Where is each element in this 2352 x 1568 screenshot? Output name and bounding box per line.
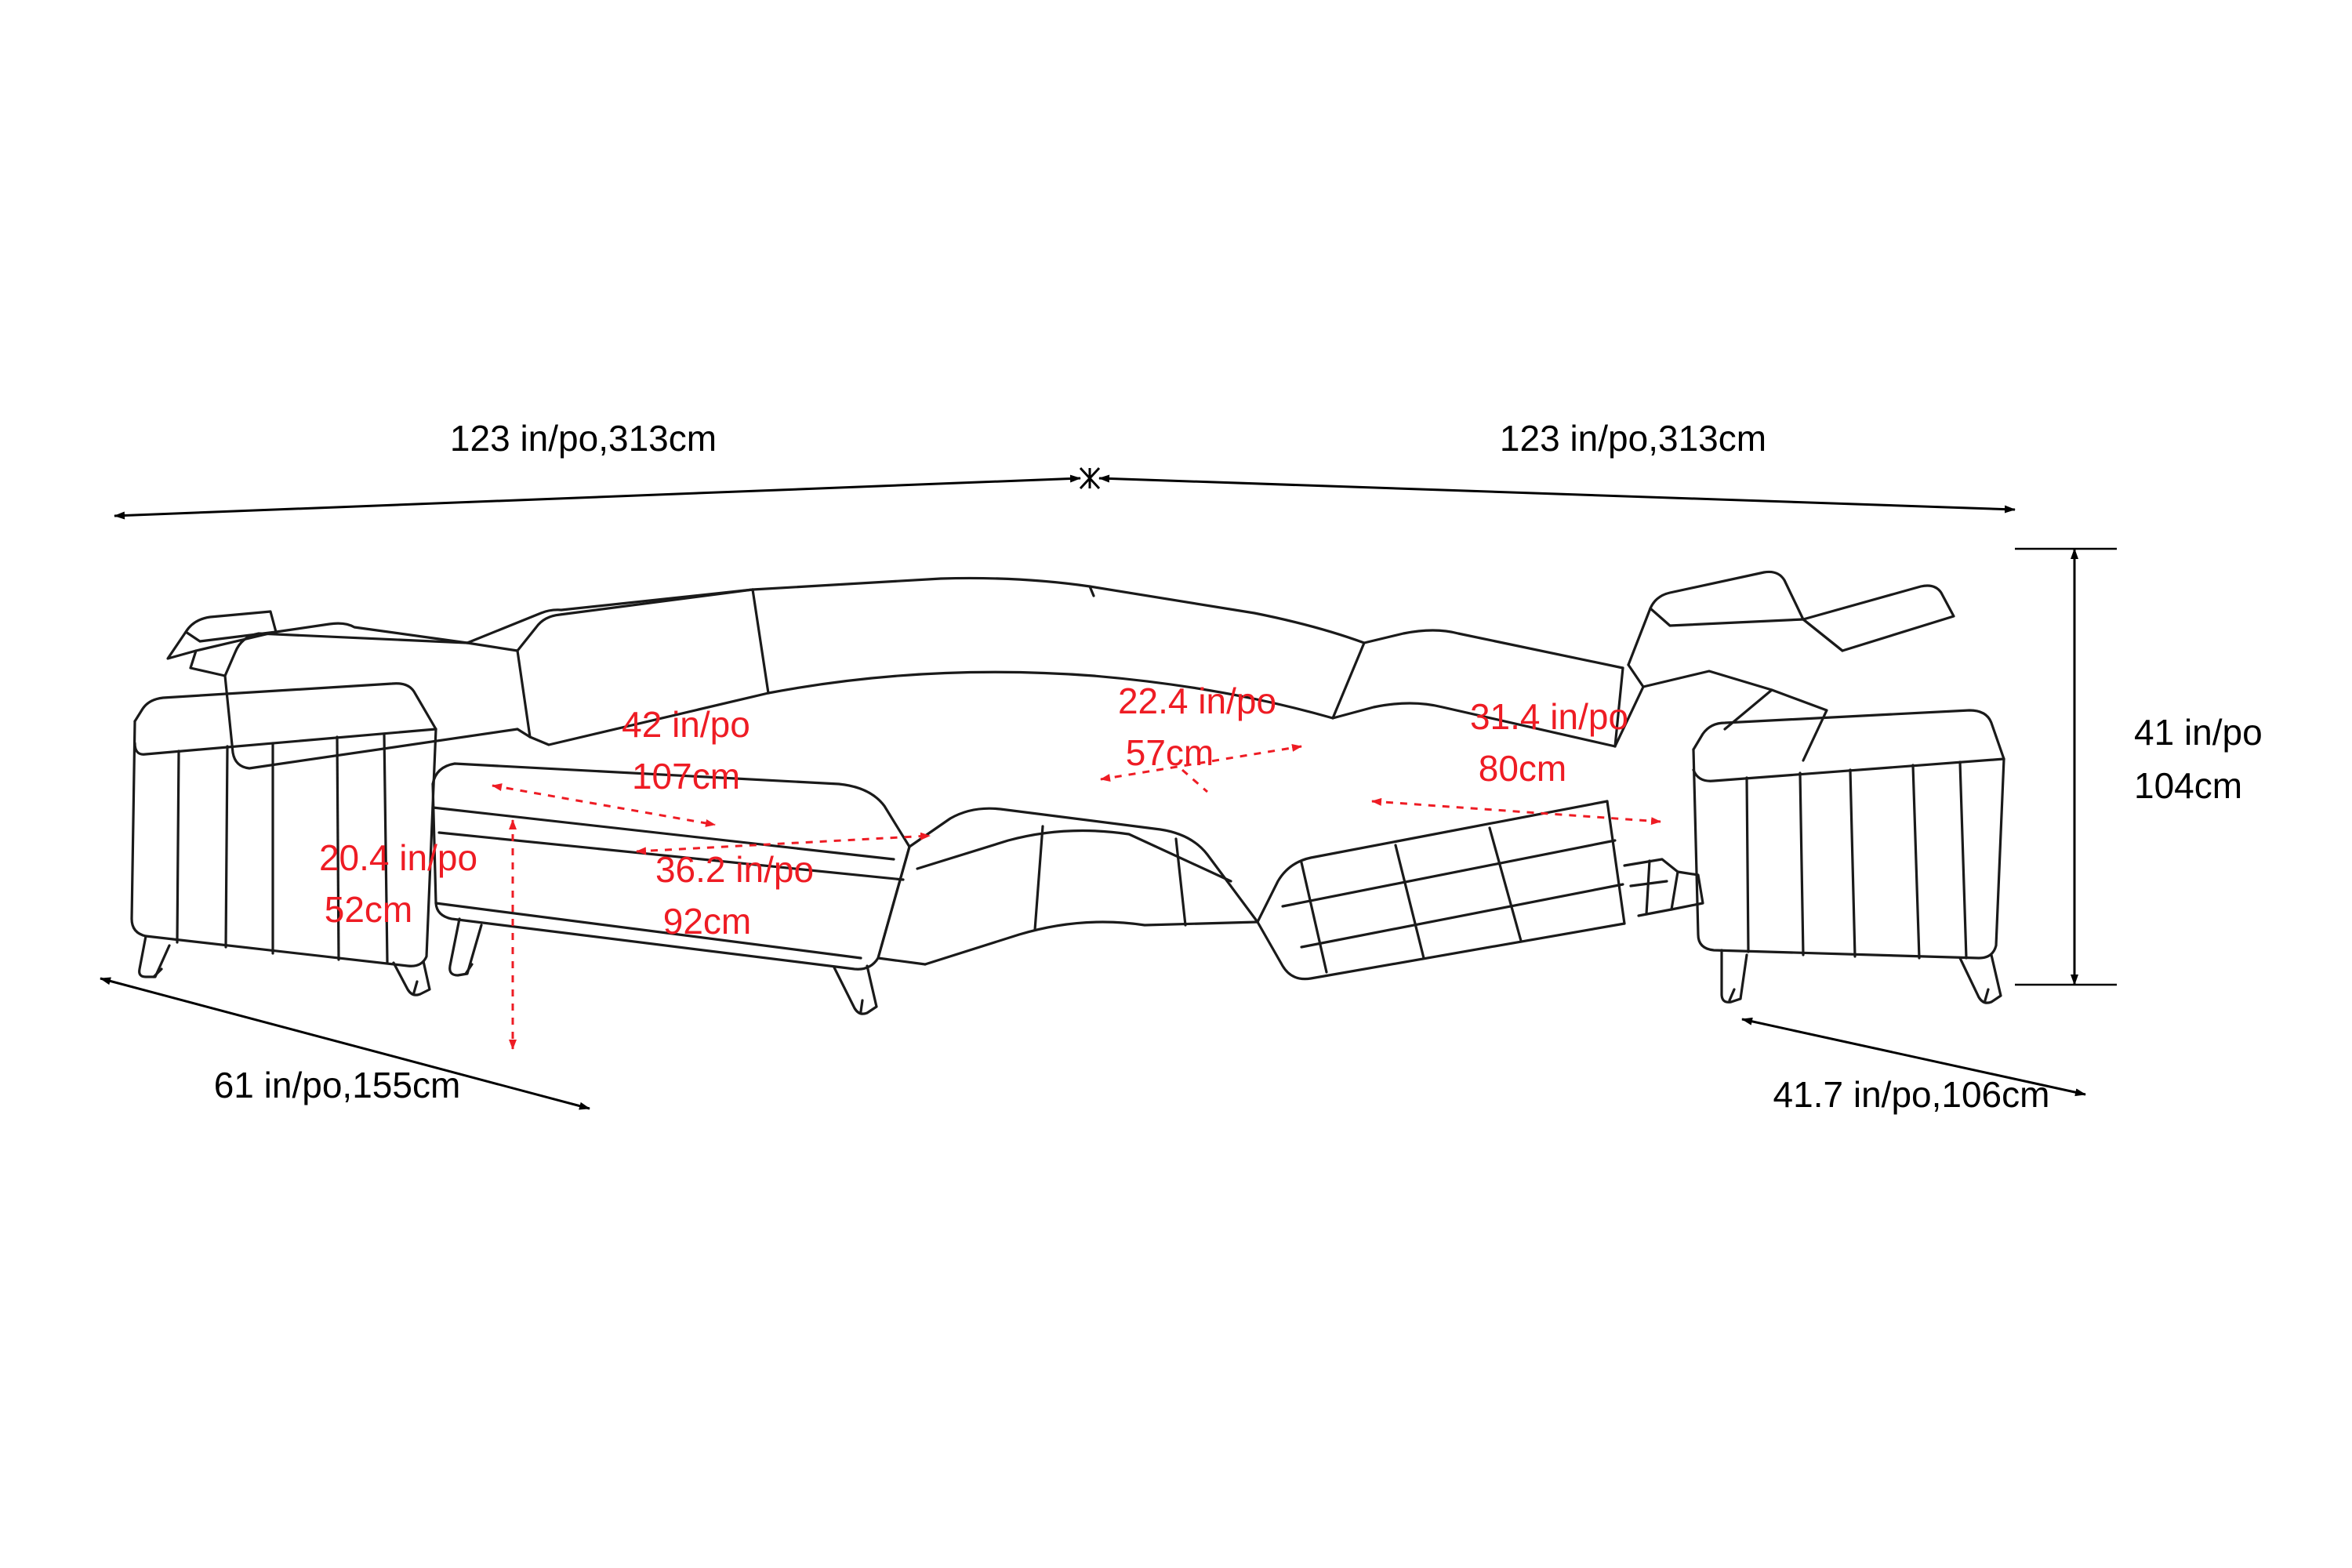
dim-overall-right-width-line1: 123 in/po,313cm [1500, 418, 1766, 459]
dim-right-depth-line1: 41.7 in/po,106cm [1773, 1074, 2050, 1115]
red-dimension-lines [492, 744, 1661, 1050]
dim-seat-height-line2: 52cm [325, 889, 412, 930]
dim-overall-height-line2: 104cm [2134, 765, 2242, 806]
dim-left-depth-line1: 61 in/po,155cm [214, 1065, 461, 1105]
dim-seat-width-line1: 42 in/po [622, 704, 750, 745]
dim-corner-seat-width-line2: 57cm [1126, 732, 1214, 773]
dim-recliner-seat-width-line1: 31.4 in/po [1470, 696, 1628, 737]
dim-overall-height-line1: 41 in/po [2134, 712, 2263, 753]
dim-seat-width-line2: 107cm [632, 756, 740, 797]
black-dimension-lines [100, 466, 2117, 1110]
dim-corner-seat-width-line1: 22.4 in/po [1118, 681, 1276, 721]
dim-overall-left-width-line1: 123 in/po,313cm [450, 418, 717, 459]
dim-seat-depth-line2: 92cm [663, 901, 751, 942]
dim-seat-height-line1: 20.4 in/po [319, 837, 477, 878]
sofa-illustration [130, 570, 2005, 1015]
dimension-labels: 123 in/po,313cm 123 in/po,313cm 41 in/po… [214, 418, 2263, 1115]
dim-recliner-seat-width-line2: 80cm [1479, 748, 1566, 789]
dim-seat-depth-line1: 36.2 in/po [655, 849, 814, 890]
